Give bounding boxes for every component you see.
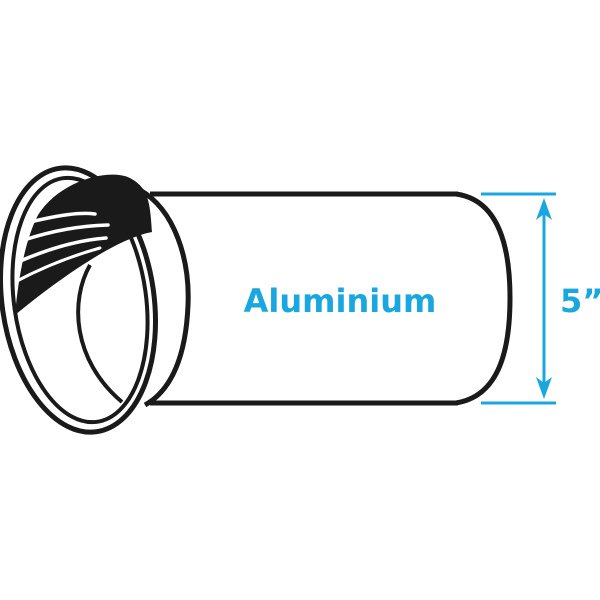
flared-rim [0,165,191,435]
arrow-down-icon [536,377,552,399]
dimension-indicator [481,192,556,405]
tube-body [150,191,513,406]
material-label: Aluminium [244,282,437,320]
dimension-label: 5” [560,282,600,320]
arrow-up-icon [536,198,552,220]
interior-highlights [13,211,110,284]
